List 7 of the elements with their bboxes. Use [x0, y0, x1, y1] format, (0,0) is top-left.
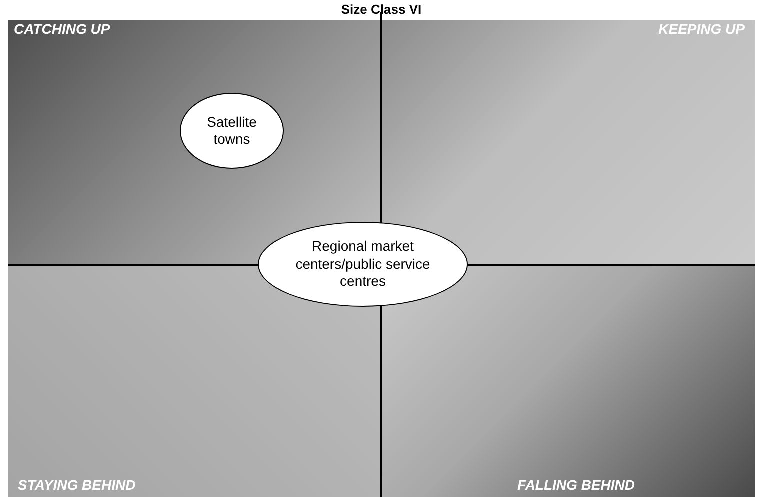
quadrant-label: FALLING BEHIND [518, 477, 635, 493]
node-label: Satellite towns [206, 114, 258, 148]
quadrant-label: KEEPING UP [658, 21, 745, 37]
quadrant-label: CATCHING UP [14, 21, 110, 37]
node-label: Regional market centers/public service centres [294, 238, 432, 291]
title: Size Class VI [340, 2, 423, 17]
quadrant-label: STAYING BEHIND [18, 477, 136, 493]
